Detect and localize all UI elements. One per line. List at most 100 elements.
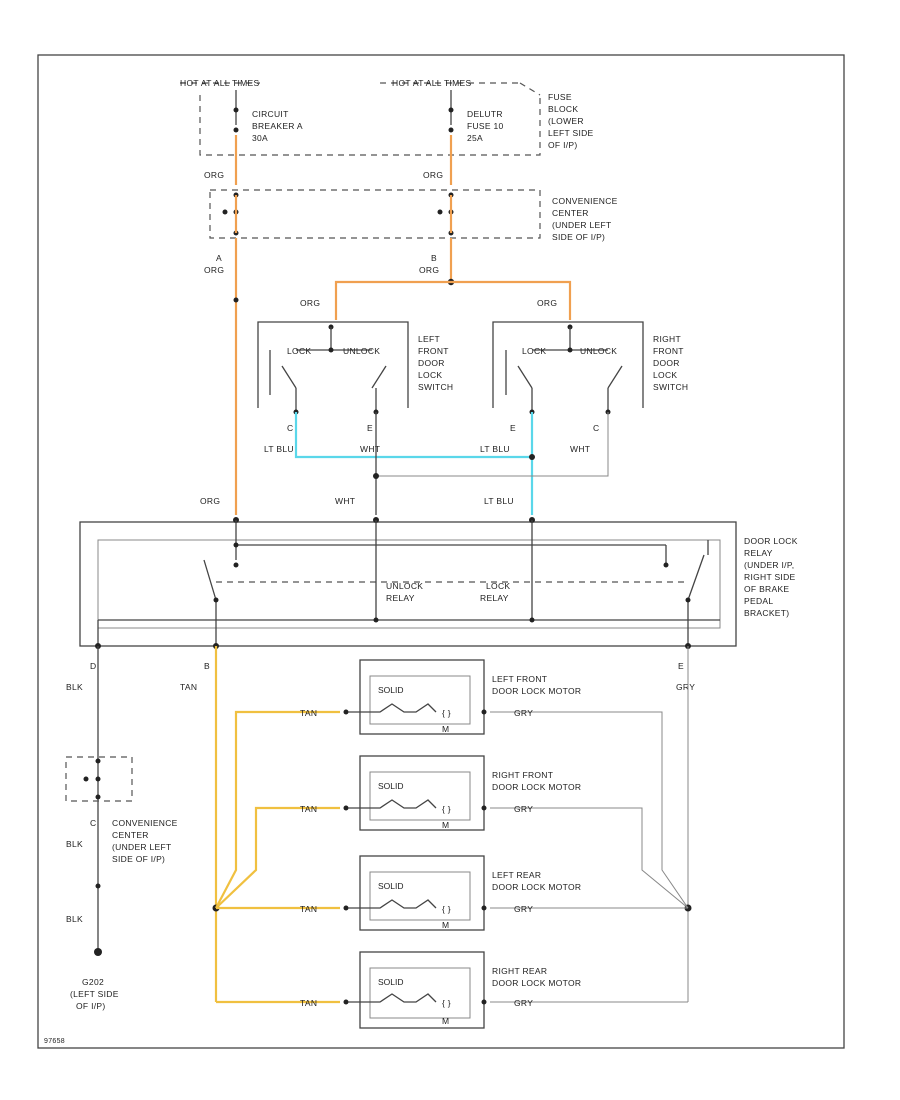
relay-box-label-5: OF BRAKE [744, 584, 789, 594]
org-label-6: ORG [537, 298, 557, 308]
conv-center-bottom-label-2: CENTER [112, 830, 149, 840]
motor-lf-name-1: LEFT FRONT [492, 674, 547, 684]
fuse-block-label-1: FUSE [548, 92, 572, 102]
circuit-breaker-label-1: CIRCUIT [252, 109, 289, 119]
unlock-relay-label-1: UNLOCK [386, 581, 423, 591]
relay-pin-d: D [90, 661, 96, 671]
relay-box-label-3: (UNDER I/P, [744, 560, 794, 570]
motor-rr-name-2: DOOR LOCK MOTOR [492, 978, 581, 988]
lock-relay-label-1: LOCK [486, 581, 510, 591]
door-lock-relay: UNLOCK RELAY LOCK RELAY DOOR LOCK RELAY … [79, 517, 797, 647]
motor-rf-name-2: DOOR LOCK MOTOR [492, 782, 581, 792]
right-switch-label-2: FRONT [653, 346, 684, 356]
ground-label-2: (LEFT SIDE [70, 989, 119, 999]
motor-rr-m: M [442, 1016, 449, 1026]
ground-symbol [94, 948, 102, 956]
motor-right-rear: SOLID TAN GRY { } M RIGHT REAR DOOR LOCK… [300, 951, 581, 1029]
right-switch-label-5: SWITCH [653, 382, 688, 392]
relay-box-label-4: RIGHT SIDE [744, 572, 796, 582]
fuse-block-label-4: LEFT SIDE [548, 128, 594, 138]
motor-rr-tan: TAN [300, 998, 317, 1008]
conv-center-bottom-label-4: SIDE OF I/P) [112, 854, 165, 864]
left-switch-wht-label: WHT [360, 444, 380, 454]
right-switch-label-1: RIGHT [653, 334, 681, 344]
org-label-2: ORG [423, 170, 443, 180]
motor-rr-gry: GRY [514, 998, 533, 1008]
relay-box-label-7: BRACKET) [744, 608, 789, 618]
motor-rr-solid: SOLID [378, 977, 404, 987]
left-switch-pin-e: E [367, 423, 373, 433]
left-switch-label-1: LEFT [418, 334, 440, 344]
relay-pin-e: E [678, 661, 684, 671]
fuse-label-1: DELUTR [467, 109, 503, 119]
fuse-label-3: 25A [467, 133, 483, 143]
left-switch-ltblu-label: LT BLU [264, 444, 294, 454]
motor-lr-name-1: LEFT REAR [492, 870, 541, 880]
motor-lf-tan: TAN [300, 708, 317, 718]
right-switch-wht-label: WHT [570, 444, 590, 454]
motor-left-rear: SOLID TAN GRY { } M LEFT REAR DOOR LOCK … [300, 855, 581, 931]
lock-relay-label-2: RELAY [480, 593, 509, 603]
relay-box-label-6: PEDAL [744, 596, 773, 606]
fuse-block: HOT AT ALL TIMES HOT AT ALL TIMES FUSE B… [180, 78, 594, 156]
motor-lf-name-2: DOOR LOCK MOTOR [492, 686, 581, 696]
circuit-breaker-label-2: BREAKER A [252, 121, 303, 131]
svg-text:{ }: { } [442, 998, 451, 1008]
hot-label-left: HOT AT ALL TIMES [180, 78, 259, 88]
svg-text:{ }: { } [442, 804, 451, 814]
fuse-block-label-5: OF I/P) [548, 140, 578, 150]
convenience-center-top: CONVENIENCE CENTER (UNDER LEFT SIDE OF I… [209, 189, 618, 242]
right-switch-label-4: LOCK [653, 370, 677, 380]
org-label-7: ORG [200, 496, 220, 506]
motor-right-front: SOLID TAN GRY { } M RIGHT FRONT DOOR LOC… [300, 755, 581, 831]
hot-label-right: HOT AT ALL TIMES [392, 78, 471, 88]
right-front-door-lock-switch: LOCK UNLOCK RIGHT FRONT DOOR LOCK SWITCH [492, 321, 688, 415]
right-switch-lock-label: LOCK [522, 346, 546, 356]
right-switch-pin-e: E [510, 423, 516, 433]
motor-lr-name-2: DOOR LOCK MOTOR [492, 882, 581, 892]
diagram-frame [37, 54, 845, 1049]
right-switch-ltblu-label: LT BLU [480, 444, 510, 454]
left-switch-label-4: LOCK [418, 370, 442, 380]
pin-b-label: B [431, 253, 437, 263]
fuse-block-label-3: (LOWER [548, 116, 584, 126]
blk-label-3: BLK [66, 914, 83, 924]
conv-center-top-label-1: CONVENIENCE [552, 196, 618, 206]
relay-box-label-2: RELAY [744, 548, 773, 558]
motor-lr-gry: GRY [514, 904, 533, 914]
conv-center-bottom-label-3: (UNDER LEFT [112, 842, 172, 852]
left-switch-label-3: DOOR [418, 358, 445, 368]
pin-a-label: A [216, 253, 222, 263]
motor-lr-m: M [442, 920, 449, 930]
figure-id: 97658 [44, 1038, 65, 1045]
ground-label-3: OF I/P) [76, 1001, 106, 1011]
motor-lf-solid: SOLID [378, 685, 404, 695]
fuse-block-label-2: BLOCK [548, 104, 578, 114]
conv-center-top-label-3: (UNDER LEFT [552, 220, 612, 230]
left-front-door-lock-switch: LOCK UNLOCK LEFT FRONT DOOR LOCK SWITCH [257, 321, 453, 415]
motor-lf-m: M [442, 724, 449, 734]
gry-label-relay: GRY [676, 682, 695, 692]
org-label-3: ORG [204, 265, 224, 275]
motor-lr-solid: SOLID [378, 881, 404, 891]
fuse-label-2: FUSE 10 [467, 121, 504, 131]
left-switch-pin-c: C [287, 423, 293, 433]
motor-rf-tan: TAN [300, 804, 317, 814]
convenience-center-bottom: CONVENIENCE CENTER (UNDER LEFT SIDE OF I… [65, 756, 178, 864]
conv-center-top-label-4: SIDE OF I/P) [552, 232, 605, 242]
motor-lr-tan: TAN [300, 904, 317, 914]
blk-label-2: BLK [66, 839, 83, 849]
right-switch-label-3: DOOR [653, 358, 680, 368]
conv-center-bottom-label-1: CONVENIENCE [112, 818, 178, 828]
org-label-1: ORG [204, 170, 224, 180]
wht-label-relay: WHT [335, 496, 355, 506]
motor-rr-name-1: RIGHT REAR [492, 966, 547, 976]
motor-rf-name-1: RIGHT FRONT [492, 770, 553, 780]
org-label-5: ORG [300, 298, 320, 308]
ltblu-label-relay: LT BLU [484, 496, 514, 506]
right-switch-unlock-label: UNLOCK [580, 346, 617, 356]
svg-text:{ }: { } [442, 708, 451, 718]
motor-rf-solid: SOLID [378, 781, 404, 791]
motor-rf-gry: GRY [514, 804, 533, 814]
